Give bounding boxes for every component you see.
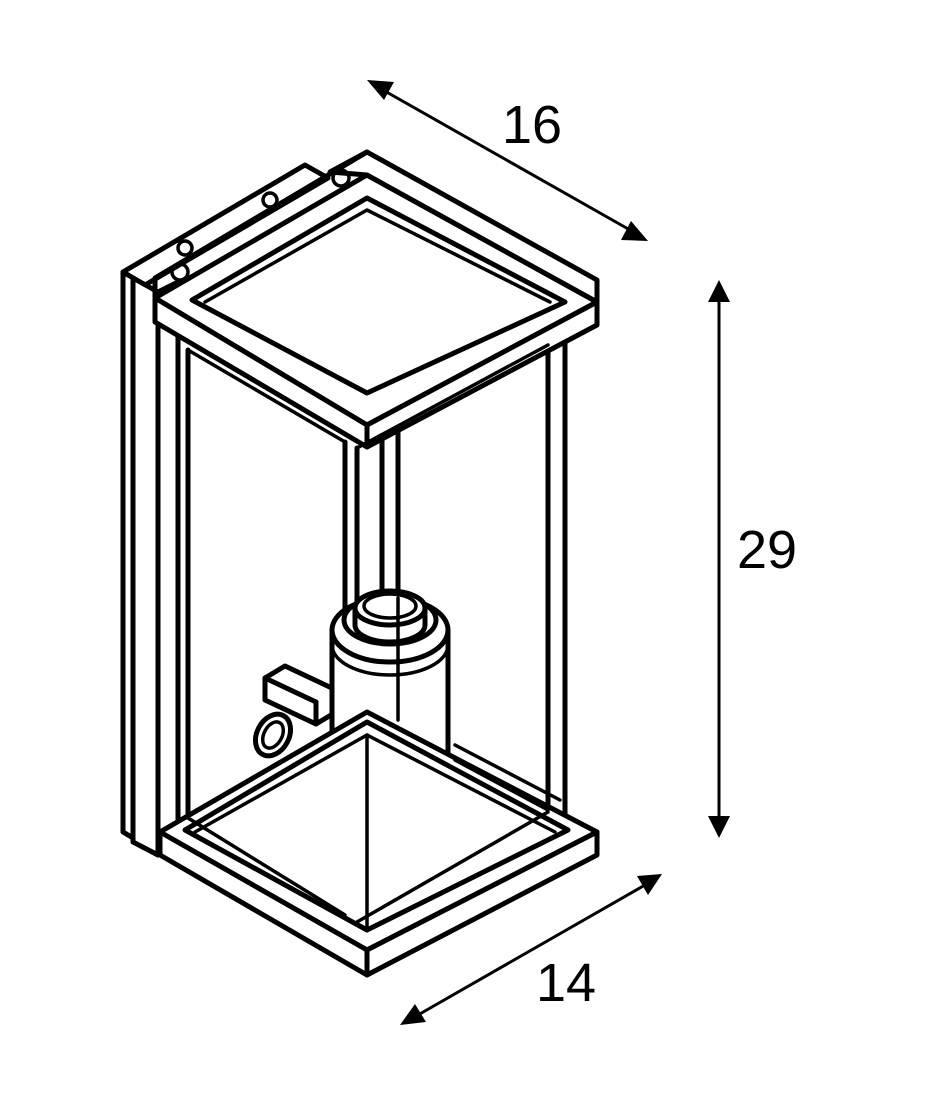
width-arrow-start (400, 1004, 426, 1025)
top-frame (152, 149, 600, 450)
width-dimension-line (417, 883, 646, 1017)
height-arrow-bottom (708, 816, 730, 838)
depth-arrow-start (367, 80, 394, 100)
depth-label: 16 (502, 95, 562, 155)
glass-panels (186, 343, 550, 450)
dimension-width: 14 (400, 874, 662, 1025)
dimension-height: 29 (708, 280, 797, 838)
depth-dimension-line (382, 88, 631, 232)
height-label: 29 (737, 520, 797, 580)
dimension-depth: 16 (367, 80, 648, 241)
height-arrow-top (708, 280, 730, 302)
wall-lantern-drawing (120, 149, 600, 978)
width-label: 14 (536, 953, 596, 1013)
depth-arrow-end (621, 221, 648, 241)
bottom-frame (157, 596, 600, 978)
width-arrow-end (637, 874, 662, 895)
left-post (130, 275, 181, 858)
